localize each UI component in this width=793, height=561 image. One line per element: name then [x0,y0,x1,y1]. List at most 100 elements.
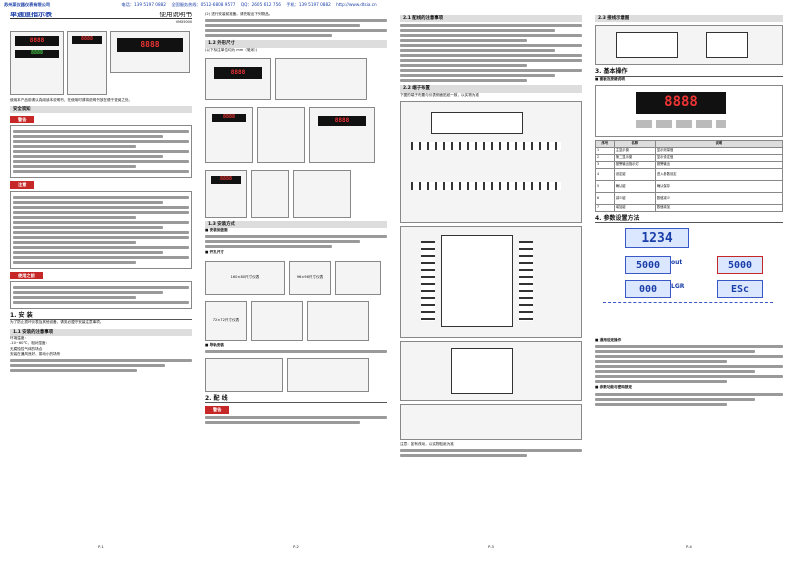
wiring-diagram [595,25,783,66]
page-1: 单通道指示表 使用说明书 VMX5000 8888 8888 8888 8888… [10,12,192,550]
meter-display-3: 8888 [72,35,102,44]
page-number: P-1 [98,544,104,549]
lcd-r1: 5000 [717,256,763,275]
wiring-notes-heading: 2.1 配线的注意事项 [400,15,582,23]
install-heading: 1. 安 装 [10,312,192,321]
usage-band: 使用之前 [10,271,43,280]
dim-drawing-1: 8888 [205,57,271,100]
lcd-out-tag: out [671,259,683,267]
meter-display-2: 8888 [15,49,59,58]
col-name: 名称 [613,139,656,148]
hotline-label: 全国服务热线： [171,2,201,7]
terminal-note: 下图的端子布置与仪表侧面贴纸一致，以实物为准 [400,92,480,97]
page-number: P-4 [686,544,692,549]
dim-drawing-6: 8888 [205,169,247,218]
page-number: P-2 [293,544,299,549]
terminal-diagram-48 [400,403,582,440]
op-heading: ■ 通用设定操作 [595,338,622,343]
wiring-warning-band: 警告 [205,406,230,414]
terminal-diagram-72 [400,340,582,401]
dimension-drawings: 8888 8888 8888 8888 [205,55,387,218]
terminal-diagram-160 [400,100,582,223]
dim-drawing-7 [251,169,289,218]
cutout-drawings: 160×80尺寸仪表 96×96尺寸仪表 [205,258,387,295]
dim-drawing-5: 8888 [309,106,375,163]
dim-unit: (以下标注单位均为 mm（毫米）) [205,47,258,52]
wiring-diagram-heading: 2.3 接线示意图 [595,15,783,23]
flow-arrows [603,302,773,333]
dim-drawing-8 [293,169,351,218]
panel-desc: ■ 面板及按键说明 [595,76,625,81]
doc-type: 使用说明书 [159,12,193,18]
lcd-lo-tag: LGR [671,283,685,291]
intro-text: 使用本产品前请认真阅读本说明书，在使用时请将说明书放在便于查阅之处。 [10,97,133,102]
company-name: 苏州某仪器仪表有限公司 [4,2,51,7]
wiring-heading: 2. 配 线 [205,395,387,404]
page-number: P-3 [488,544,494,549]
meter-photo-3: 8888 [110,30,190,73]
meter-photo-1: 8888 8888 [10,30,64,95]
cutout-5 [251,300,303,341]
model-number: VMX5000 [175,20,192,25]
cut-heading: ■ 开孔尺寸 [205,250,225,255]
dim-heading: 1.2 外形尺寸 [205,40,387,48]
cutout-2: 96×96尺寸仪表 [289,260,331,295]
install-note: 为了防止损坏仪表及其他设备，请务必遵守安装注意事项。 [10,320,104,325]
meter-photos: 8888 8888 8888 8888 [10,28,192,95]
meter-photo-2: 8888 [67,30,107,95]
lcd-out: 5000 [625,256,671,275]
func-heading: ■ 参数功能与密码锁定 [595,385,632,390]
tel-label: 电话： [121,2,134,7]
env-item-4: 安装在通风良好、振动小的场所 [10,351,61,356]
website-link[interactable]: http://www.dtsia.cn [336,2,377,7]
install-sub: (2) 进行安装前准备。请先取出下列物品。 [205,12,273,16]
header-bar: 苏州某仪器仪表有限公司 电话：139 5197 0882 全国服务热线：0512… [0,0,793,10]
col-desc: 说明 [654,139,783,148]
caution-band: 注意 [10,181,35,189]
rail-drawing-1 [205,358,283,393]
env-item-3: 无腐蚀性气体的场合 [10,346,43,351]
hotline: 0512-6808 9577 [200,2,236,7]
safety-heading: 安全须知 [10,105,192,114]
dim-drawing-3: 8888 [205,106,253,163]
tel: 139 5197 0882 [134,2,166,7]
rail-drawings [205,355,387,393]
col-no: 序号 [595,139,615,148]
qq: 2605 612 756 [251,2,281,7]
usage-box [10,281,192,310]
env-item-1: 环境温度： [10,335,28,340]
cutout-3 [335,260,381,295]
warning-box [10,125,192,179]
mount-heading: 1.3 安装方式 [205,220,387,229]
qq-label: QQ： [240,2,252,7]
env-item-2: -10~60℃，相对湿度： [10,341,50,346]
front-panel-figure: 8888 [595,84,783,137]
panel-heading: ■ 安装到盘面 [205,228,228,233]
meter-display: 8888 [15,35,59,46]
warning-band: 警告 [10,116,35,124]
rail-drawing-2 [287,358,369,393]
guide-heading: ■ 导轨安装 [205,342,225,347]
dim-drawing-2 [275,57,367,100]
title-row: 单通道指示表 使用说明书 [10,12,193,20]
phone-label: 手机： [286,2,299,7]
page-4: 2.3 接线示意图 3. 基本操作 ■ 面板及按键说明 8888 序号 名称 说… [595,12,783,550]
param-flow-diagram: 1234 5000 out 000 LGR 5000 ESc [595,226,783,338]
env-heading: 1.1 安装的注意事项 [10,328,192,336]
meter-display-4: 8888 [117,37,183,52]
cutout-1: 160×80尺寸仪表 [205,260,285,295]
lcd-esc: ESc [717,280,763,299]
terminal-diagram-96 [400,225,582,338]
lcd-lo: 000 [625,280,671,299]
cutout-6 [307,300,369,341]
cutout-drawings-2: 72×72尺寸仪表 [205,298,387,341]
